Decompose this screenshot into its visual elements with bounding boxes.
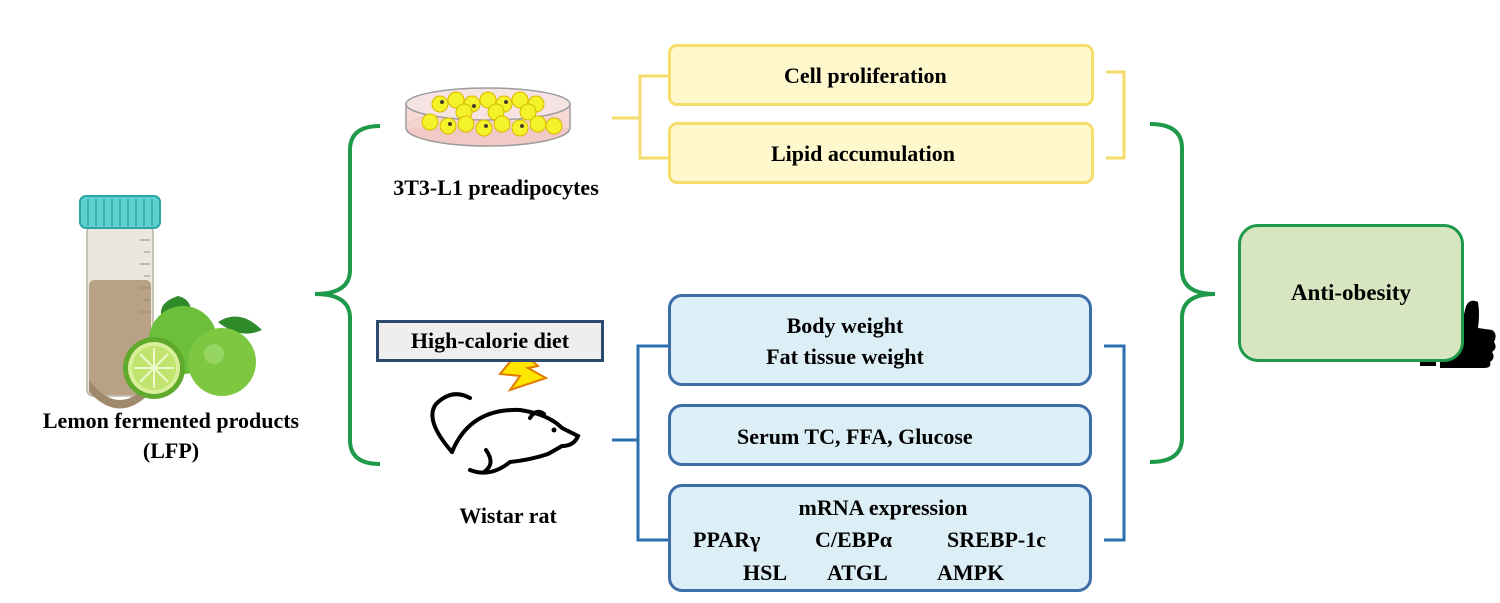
lfp-label-line1: Lemon fermented products: [42, 408, 300, 433]
cell-proliferation-label: Cell proliferation: [784, 63, 947, 88]
petri-dish-icon: [405, 87, 571, 147]
cebp-label: C/EBPα: [815, 527, 893, 552]
right-green-bracket: [1149, 122, 1216, 464]
mrna-title: mRNA expression: [798, 495, 968, 520]
body-weight-box: Body weight Fat tissue weight: [668, 294, 1092, 386]
srebp-label: SREBP-1c: [947, 527, 1046, 552]
diet-label: High-calorie diet: [410, 328, 570, 353]
diet-box: High-calorie diet: [376, 320, 604, 362]
cells-label: 3T3-L1 preadipocytes: [393, 175, 599, 200]
lipid-accumulation-label: Lipid accumulation: [771, 141, 955, 166]
hsl-label: HSL: [743, 560, 788, 585]
serum-box: Serum TC, FFA, Glucose: [668, 404, 1092, 466]
lipid-accumulation-box: Lipid accumulation: [668, 122, 1094, 184]
anti-obesity-label: Anti-obesity: [1290, 280, 1412, 305]
ampk-label: AMPK: [937, 560, 1005, 585]
ppar-label: PPARγ: [693, 527, 761, 552]
mrna-box: mRNA expression PPARγ C/EBPα SREBP-1c HS…: [668, 484, 1092, 592]
right-yellow-bracket: [1106, 70, 1126, 160]
serum-label: Serum TC, FFA, Glucose: [737, 424, 973, 449]
atgl-label: ATGL: [827, 560, 888, 585]
rat-icon: [430, 392, 581, 475]
lfp-label-line2: (LFP): [142, 438, 200, 463]
right-blue-bracket: [1104, 344, 1126, 542]
lime-icon: [123, 296, 262, 399]
lfp-label: Lemon fermented products (LFP): [0, 406, 342, 466]
lightning-icon: [498, 348, 549, 392]
left-yellow-bracket: [612, 74, 668, 160]
left-blue-bracket: [612, 344, 668, 542]
anti-obesity-box: Anti-obesity: [1238, 224, 1464, 362]
fat-weight-label: Fat tissue weight: [766, 344, 924, 369]
body-weight-label: Body weight: [786, 313, 904, 338]
rat-eye: [551, 427, 557, 433]
left-green-bracket: [314, 124, 381, 466]
cell-proliferation-box: Cell proliferation: [668, 44, 1094, 106]
rat-label: Wistar rat: [459, 503, 557, 528]
